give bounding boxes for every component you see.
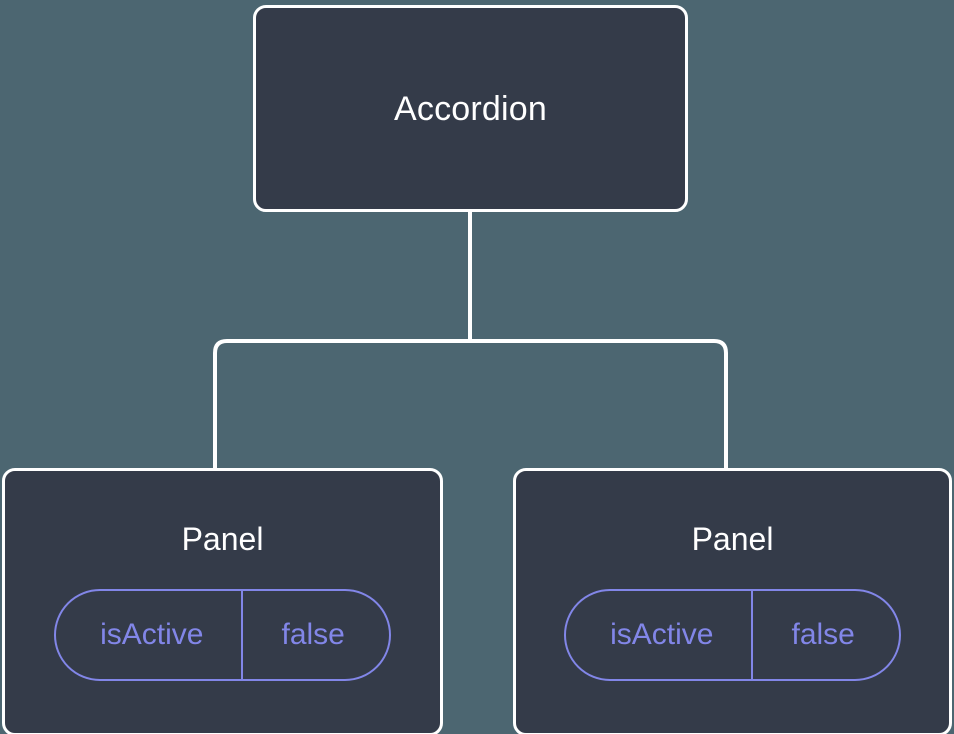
prop-key-isactive-left: isActive: [100, 618, 204, 651]
prop-pill-isactive-right[interactable]: isActive false: [564, 589, 901, 681]
node-panel-right-label: Panel: [691, 521, 774, 557]
prop-value-isactive-right: false: [751, 591, 898, 679]
prop-key-isactive-right: isActive: [610, 618, 714, 651]
node-accordion[interactable]: Accordion: [253, 5, 688, 212]
prop-pill-isactive-left[interactable]: isActive false: [54, 589, 391, 681]
node-panel-left-label: Panel: [181, 521, 264, 557]
prop-value-isactive-left: false: [241, 591, 388, 679]
node-accordion-label: Accordion: [394, 89, 547, 128]
edge-branch-bar: [213, 339, 728, 470]
node-panel-right[interactable]: Panel isActive false: [513, 468, 952, 734]
node-panel-left[interactable]: Panel isActive false: [2, 468, 443, 734]
